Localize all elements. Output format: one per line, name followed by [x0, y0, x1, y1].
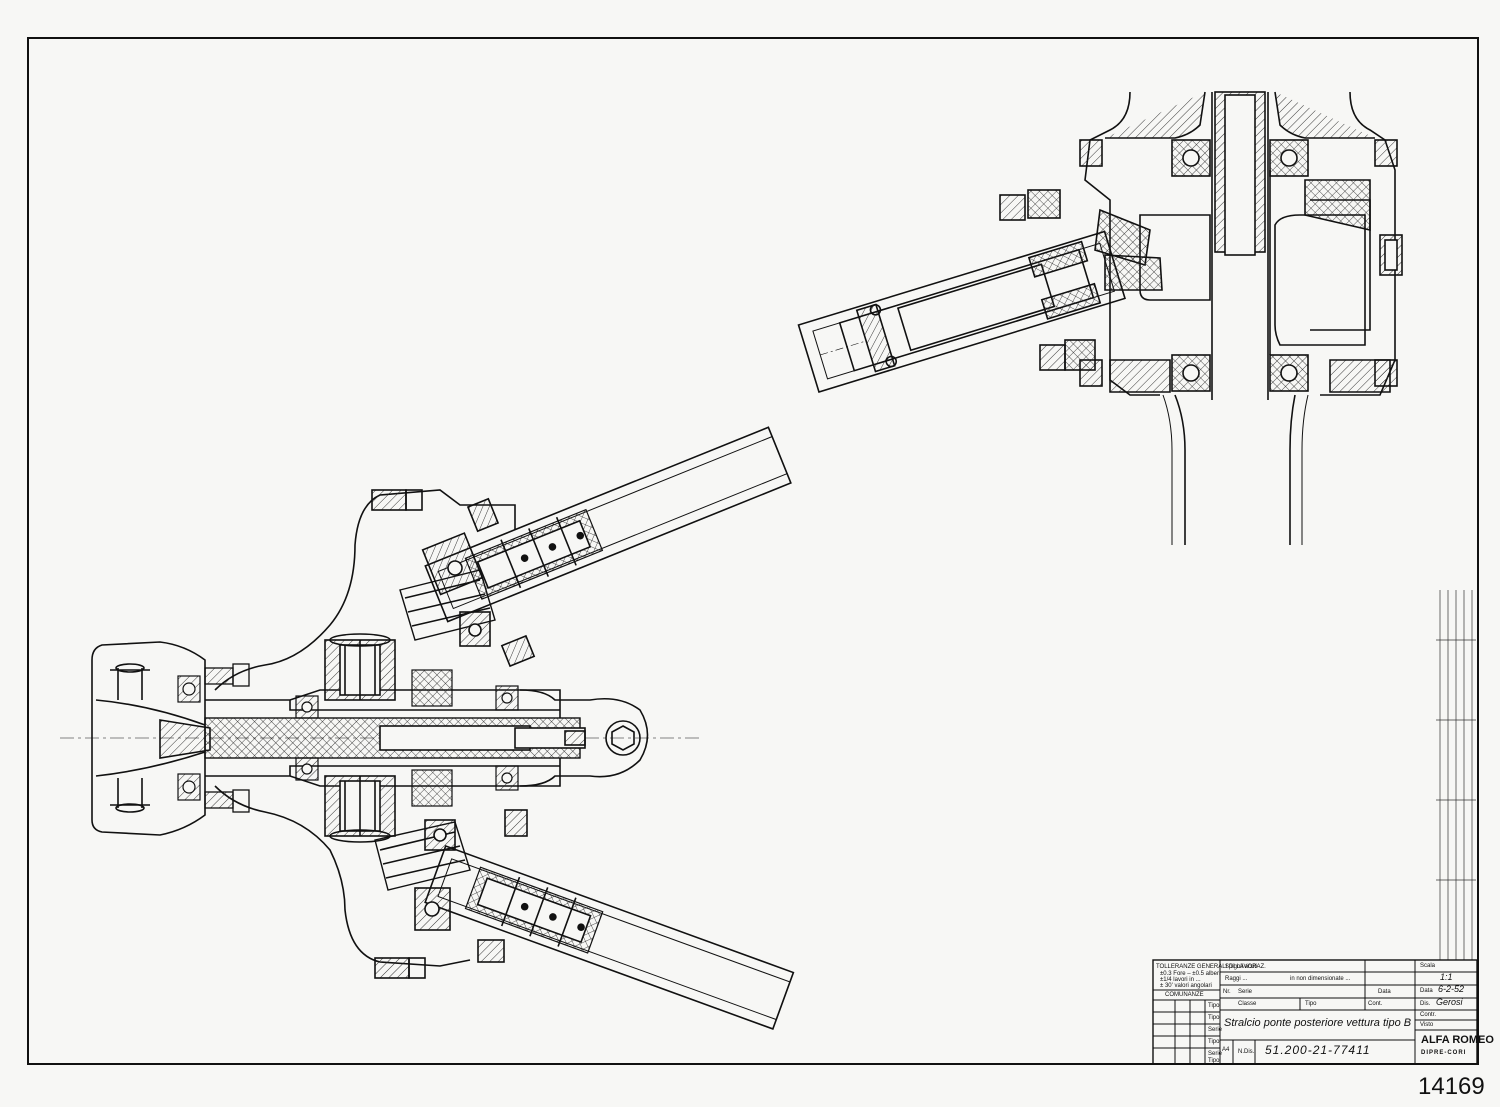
row-n-label: Nr.	[1223, 989, 1231, 995]
number-prefix-label: N.Dis.	[1238, 1049, 1255, 1055]
scala-value: 1:1	[1440, 972, 1453, 982]
row-cont-label: Cont.	[1368, 1001, 1383, 1007]
raggi-label: Raggi ...	[1225, 976, 1248, 982]
rear-axle-section-view	[60, 426, 795, 1030]
format-label: A4	[1222, 1047, 1230, 1053]
margin-code-1: Tipo	[1208, 1015, 1220, 1021]
drawing-title: Stralcio ponte posteriore vettura tipo B	[1224, 1017, 1412, 1029]
data-value: 6-2-52	[1438, 984, 1465, 994]
brand-subtitle: DIPRE-CORI	[1421, 1050, 1467, 1056]
differential-detail-view	[797, 91, 1403, 545]
scala-label: Scala	[1420, 963, 1436, 969]
row-tipo-label: Tipo	[1208, 1003, 1220, 1009]
tolerance-line-2: ±1/4 lavori in ...	[1160, 977, 1201, 983]
margin-ticks	[1436, 590, 1476, 960]
comunanze-label: COMUNANZE	[1165, 992, 1204, 998]
archive-number: 14169	[1418, 1073, 1485, 1100]
brand-logo: ALFA ROMEO	[1421, 1034, 1494, 1046]
margin-code-4: Serie	[1208, 1051, 1223, 1057]
row-data-label: Data	[1378, 989, 1391, 995]
dis-value: Gerosi	[1436, 997, 1463, 1007]
non-dimensional-label: in non dimensionate ...	[1290, 976, 1351, 982]
tolerance-line-3: ± 30' valori angolari	[1160, 983, 1212, 989]
row-tipo2-label: Tipo	[1305, 1001, 1317, 1007]
margin-code-2: Serie	[1208, 1027, 1223, 1033]
margin-code-5: Tipo	[1208, 1058, 1220, 1064]
dis-label: Dis.	[1420, 1001, 1431, 1007]
general-tolerances-label: TOLLERANZE GENERALI DI LAVORAZ.	[1156, 964, 1266, 970]
tolerance-line-1: ±0.3 Fore – ±0.5 alberi	[1160, 971, 1221, 977]
sheet-border	[27, 37, 1479, 1065]
drawing-number: 51.200-21-77411	[1265, 1043, 1371, 1057]
spigoli-label: Spigoli acuti	[1225, 964, 1258, 970]
data-label: Data	[1420, 988, 1433, 994]
contr-label: Contr.	[1420, 1012, 1437, 1018]
title-block-grid	[1152, 959, 1478, 1065]
margin-code-3: Tipo	[1208, 1039, 1220, 1045]
row-classe-label: Classe	[1238, 1001, 1257, 1007]
row-serie-label: Serie	[1238, 989, 1253, 995]
visto-label: Visto	[1420, 1022, 1434, 1028]
